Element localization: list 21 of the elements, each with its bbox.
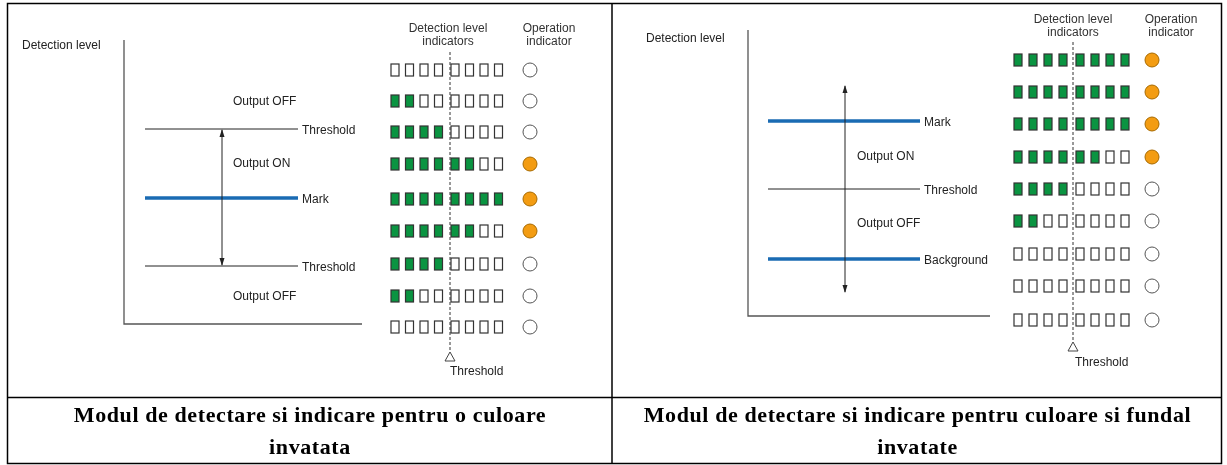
level-label: Threshold <box>924 183 978 197</box>
level-label: Background <box>924 253 989 267</box>
zone-label: Output OFF <box>233 94 297 108</box>
level-label: Mark <box>924 115 951 129</box>
column-header: Detection level indicators <box>1032 13 1114 39</box>
caption: Modul de detectare si indicare pentru culoare si fundal invatate <box>642 401 1193 461</box>
zone-label: Output ON <box>233 156 291 170</box>
level-label: Threshold <box>302 260 356 274</box>
column-header: Detection level indicators <box>407 22 489 48</box>
level-label: Threshold <box>302 123 356 137</box>
zone-label: Output OFF <box>857 216 921 230</box>
threshold-label: Threshold <box>1075 355 1129 369</box>
threshold-label: Threshold <box>450 364 504 378</box>
column-header: Operation indicator <box>521 22 577 48</box>
level-label: Mark <box>302 192 329 206</box>
zone-label: Output OFF <box>233 289 297 303</box>
axis-label: Detection level <box>22 38 101 52</box>
axis-label: Detection level <box>646 31 725 45</box>
column-header: Operation indicator <box>1143 13 1199 39</box>
zone-label: Output ON <box>857 149 915 163</box>
caption: Modul de detectare si indicare pentru o culoare invatata <box>72 401 548 461</box>
